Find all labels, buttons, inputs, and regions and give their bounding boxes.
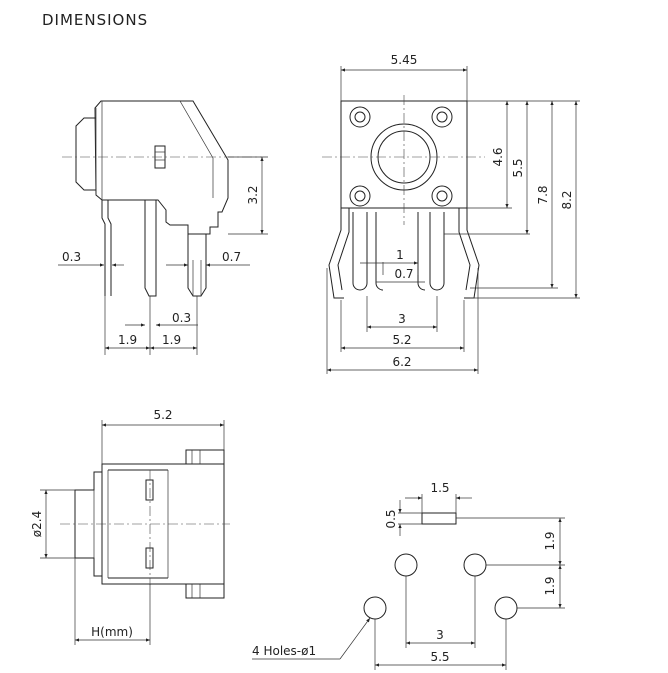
fp-dim-slot-w: 1.5 bbox=[430, 481, 449, 495]
front-dim-78: 7.8 bbox=[536, 185, 550, 204]
side-dim-pin-bottom: 0.3 bbox=[172, 311, 191, 325]
drawing-title: DIMENSIONS bbox=[42, 11, 148, 29]
top-view: 5.2 ø2.4 H(mm) bbox=[30, 408, 230, 645]
top-dim-h: H(mm) bbox=[91, 625, 133, 639]
front-dim-1: 1 bbox=[396, 248, 404, 262]
pcb-footprint: 1.5 0.5 1.9 1.9 3 5.5 4 Holes-ø1 bbox=[252, 481, 565, 670]
fp-dim-3: 3 bbox=[436, 628, 444, 642]
front-dim-top-width: 5.45 bbox=[391, 53, 418, 67]
front-dim-62: 6.2 bbox=[392, 355, 411, 369]
front-dim-3: 3 bbox=[398, 312, 406, 326]
fp-dim-55: 5.5 bbox=[430, 650, 449, 664]
fp-dim-slot-h: 0.5 bbox=[384, 509, 398, 528]
side-dim-pitch-left: 1.9 bbox=[118, 333, 137, 347]
front-dim-52: 5.2 bbox=[392, 333, 411, 347]
fp-dim-v2: 1.9 bbox=[543, 576, 557, 595]
front-dim-82: 8.2 bbox=[560, 190, 574, 209]
top-dim-diameter: ø2.4 bbox=[30, 511, 44, 537]
side-dim-height: 3.2 bbox=[246, 185, 260, 204]
fp-dim-v1: 1.9 bbox=[543, 531, 557, 550]
side-dim-pitch-right: 1.9 bbox=[162, 333, 181, 347]
side-dim-pin-left: 0.3 bbox=[62, 250, 81, 264]
side-dim-pin-right: 0.7 bbox=[222, 250, 241, 264]
front-dim-07: 0.7 bbox=[394, 267, 413, 281]
front-dim-55: 5.5 bbox=[511, 158, 525, 177]
side-view: 3.2 0.3 0.7 0.3 1.9 1.9 bbox=[58, 100, 268, 355]
front-view: 5.45 4.6 5.5 7.8 8.2 1 0.7 3 5.2 bbox=[322, 53, 580, 374]
fp-holes-label: 4 Holes-ø1 bbox=[252, 644, 316, 658]
top-dim-width: 5.2 bbox=[153, 408, 172, 422]
front-dim-46: 4.6 bbox=[491, 147, 505, 166]
